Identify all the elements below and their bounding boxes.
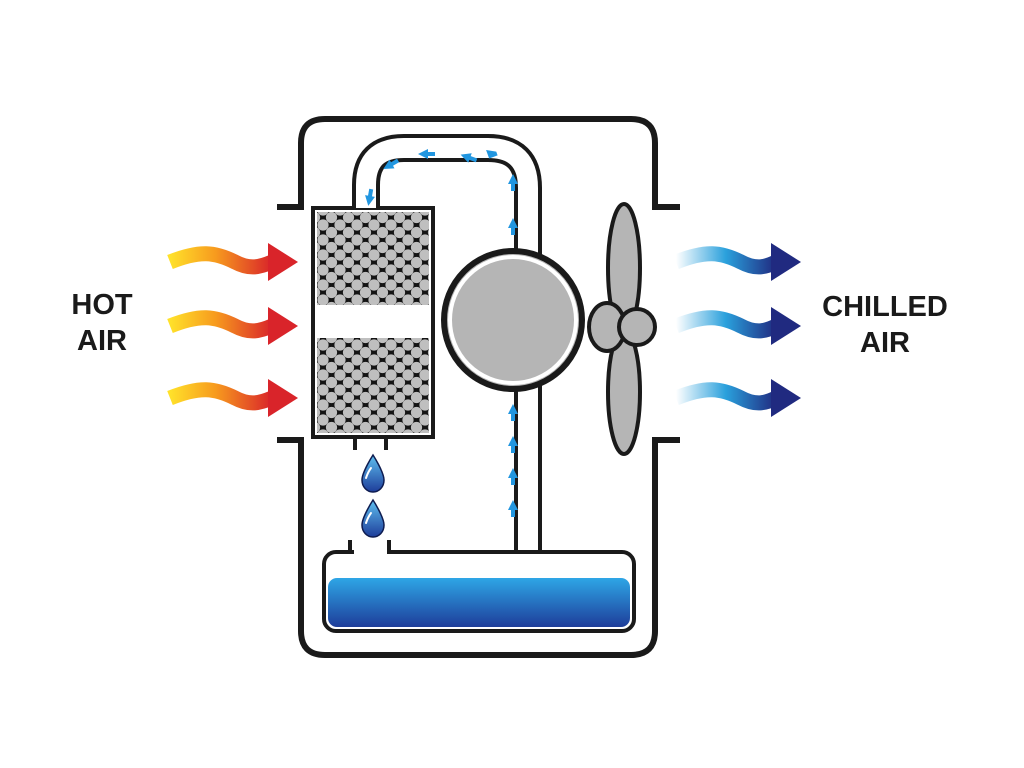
hot-air-arrows — [167, 243, 298, 417]
drip-outlets — [353, 437, 388, 450]
water-drop-icon — [361, 453, 385, 493]
flow-arrows — [365, 149, 518, 569]
water-drop-icon — [361, 498, 385, 538]
hot-air-arrow — [167, 307, 298, 345]
chilled-air-label-line: AIR — [860, 327, 910, 359]
water-tank-icon — [322, 540, 636, 633]
hot-air-label-line: HOT — [71, 289, 133, 321]
chilled-air-arrows — [673, 243, 801, 417]
chilled-air-label-line: CHILLED — [822, 291, 948, 323]
hot-air-arrow — [167, 243, 298, 281]
chilled-air-label: CHILLED AIR — [805, 289, 965, 361]
hot-air-label: HOT AIR — [52, 287, 152, 359]
housing-icon — [277, 116, 680, 658]
water-pipe-icon — [352, 134, 542, 552]
hot-air-label-line: AIR — [77, 325, 127, 357]
chilled-air-arrow — [673, 379, 801, 417]
honeycomb-pad-icon — [311, 206, 435, 439]
pump-icon — [441, 248, 585, 392]
chilled-air-arrow — [673, 307, 801, 345]
chilled-air-arrow — [673, 243, 801, 281]
fan-icon — [587, 202, 657, 456]
hot-air-arrow — [167, 379, 298, 417]
